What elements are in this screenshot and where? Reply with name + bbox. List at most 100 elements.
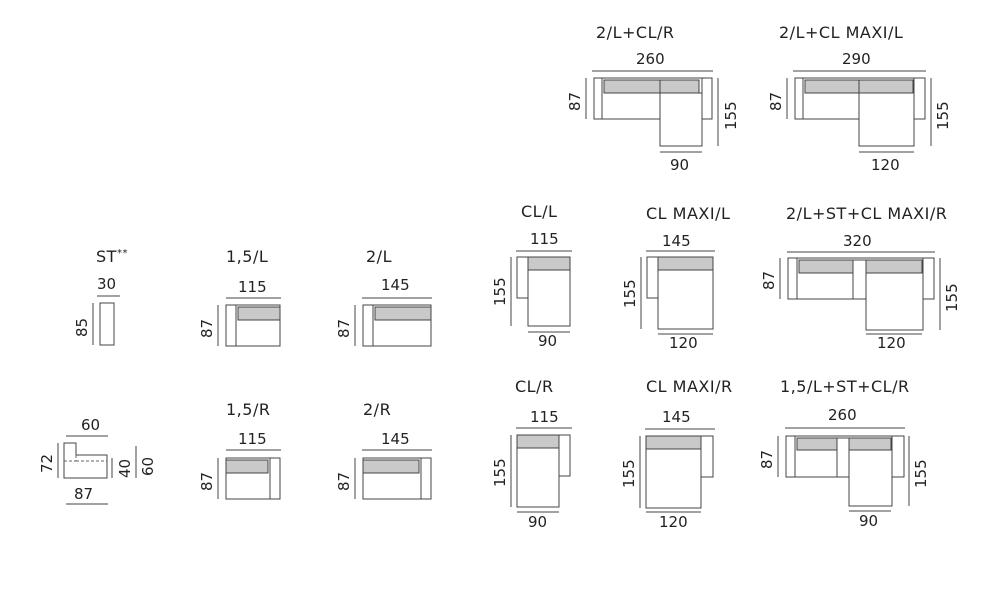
module-title: 2/L [366,247,392,266]
module-2l-clr: 2/L+CL/R 260 87 155 90 [566,23,740,174]
sofa-cushion [603,79,700,94]
sofa-arm [794,77,804,120]
module-2l-st-clmaxi-r: 2/L+ST+CL MAXI/R 320 87 155 120 [760,204,961,352]
width-label: 30 [97,275,116,293]
module-2l-clmaxi-l: 2/L+CL MAXI/L 290 87 155 120 [767,23,952,174]
module-title: 2/L+CL MAXI/L [779,23,903,42]
chaise-cushion [516,434,560,449]
sofa-arm [362,304,374,347]
depth-label: 87 [767,92,785,111]
module-cl-l: CL/L 115 155 90 [491,202,572,350]
corner-seat-outline [64,455,107,462]
chaise-lounge [659,92,703,147]
depth-label: 87 [198,319,216,338]
sofa-arm [225,304,237,347]
sofa-cushion [848,437,892,451]
width-label: 320 [843,232,872,250]
module-cl-maxi-r: CL MAXI/R 145 155 120 [620,377,733,531]
module-title: 2/R [363,400,391,419]
depth-label: 87 [758,450,776,469]
width-label: 145 [662,232,691,250]
width-label: 115 [530,408,559,426]
outer-height-label: 60 [139,457,157,476]
height-label: 155 [491,277,509,306]
sofa-arm [891,435,905,478]
sofa-arm [701,77,713,120]
module-title: CL MAXI/R [646,377,733,396]
sofa-arm [787,257,798,300]
chaise-lounge [858,92,915,147]
module-st: ST** 30 85 [73,247,128,346]
chaise-arm [516,256,529,299]
base-label: 120 [659,513,688,531]
chaise-cushion [657,256,714,271]
module-title-superscript: ** [117,248,128,259]
width-label: 145 [662,408,691,426]
sofa-arm [922,257,935,300]
height-label: 155 [621,279,639,308]
depth-label: 87 [566,92,584,111]
chaise-cushion [527,256,571,271]
sofa-cushion [362,459,420,474]
sofa-cushion [225,459,269,474]
chaise-cushion [645,435,702,450]
sofa-arm [785,435,796,478]
module-title-text: ST [96,247,117,266]
corner-body [63,442,108,479]
depth-label: 87 [198,472,216,491]
height-label: 155 [620,459,638,488]
base-label: 90 [859,512,878,530]
width-label: 115 [238,278,267,296]
module-title: 1,5/L+ST+CL/R [780,377,910,396]
height-label: 155 [943,283,961,312]
width-label: 145 [381,430,410,448]
width-label: 145 [381,276,410,294]
inner-height-label: 40 [116,459,134,478]
module-title: ST** [96,247,128,266]
depth-label: 87 [335,319,353,338]
module-corner: 60 72 40 60 87 [38,416,157,505]
module-title: 2/L+ST+CL MAXI/R [786,204,947,223]
height-label: 155 [722,101,740,130]
module-title: CL/R [515,377,554,396]
stool-insert [852,259,867,300]
module-cl-r: CL/R 115 155 90 [491,377,572,531]
sofa-arm [269,457,281,500]
sofa-cushion [798,259,854,274]
base-label: 120 [871,156,900,174]
base-label: 87 [74,485,93,503]
base-label: 90 [538,332,557,350]
chaise-arm [700,435,714,478]
width-label: 115 [530,230,559,248]
sofa-arm [593,77,603,120]
depth-label: 87 [760,271,778,290]
module-2-r: 2/R 145 87 [335,400,432,500]
base-label: 90 [528,513,547,531]
base-label: 120 [669,334,698,352]
width-label: 115 [238,430,267,448]
depth-label: 72 [38,454,56,473]
base-label: 120 [877,334,906,352]
module-title: 2/L+CL/R [596,23,674,42]
sofa-cushion [865,259,923,274]
module-title: 1,5/R [226,400,270,419]
sofa-cushion [374,306,432,321]
depth-label: 85 [73,318,91,337]
depth-label: 87 [335,472,353,491]
module-title: 1,5/L [226,247,268,266]
height-label: 155 [934,101,952,130]
width-label: 260 [636,50,665,68]
base-label: 90 [670,156,689,174]
height-label: 155 [491,458,509,487]
chaise-arm [558,434,571,477]
stool-body [99,302,115,346]
chaise-lounge [848,449,893,507]
module-2-l: 2/L 145 87 [335,247,432,347]
width-label: 60 [81,416,100,434]
sofa-cushion [237,306,281,321]
module-cl-maxi-l: CL MAXI/L 145 155 120 [621,204,730,352]
module-title: CL/L [521,202,557,221]
module-1-5-l: 1,5/L 115 87 [198,247,281,347]
